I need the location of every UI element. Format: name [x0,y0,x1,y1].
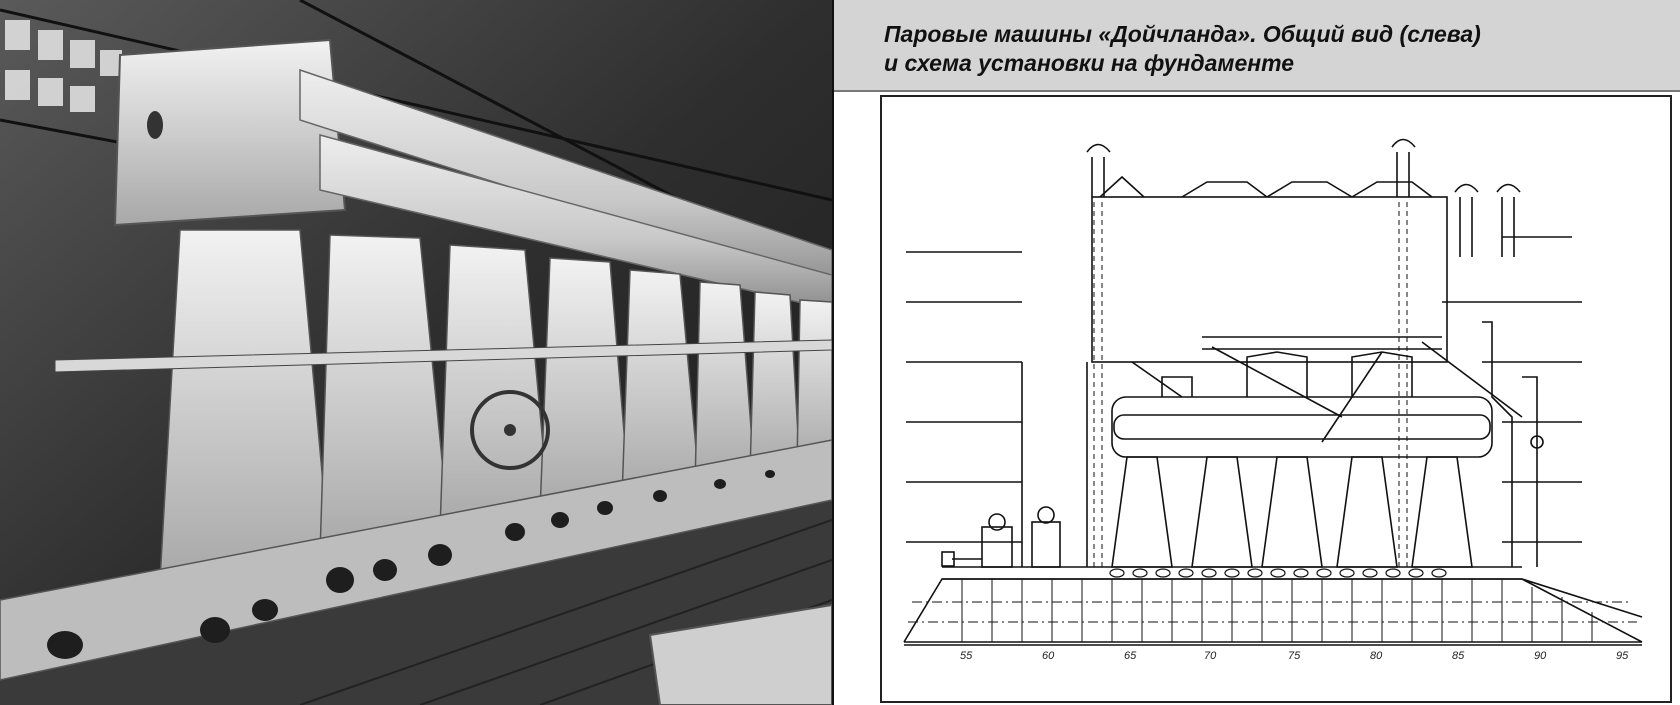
engine-photo [0,0,834,705]
scale-tick-label: 95 [1616,650,1629,662]
scale-tick-label: 60 [1042,650,1055,662]
scale-tick-label: 85 [1452,650,1465,662]
scale-tick-label: 65 [1124,650,1137,662]
engine-installation-diagram: 55 60 65 70 75 80 85 90 95 [880,95,1672,703]
scale-tick-label: 90 [1534,650,1547,662]
figure-caption: Паровые машины «Дойчланда». Общий вид (с… [884,20,1664,78]
scale-tick-label: 80 [1370,650,1383,662]
caption-bar: Паровые машины «Дойчланда». Общий вид (с… [834,0,1680,92]
scale-tick-label: 55 [960,650,973,662]
scale-tick-label: 75 [1288,650,1301,662]
scale-tick-label: 70 [1204,650,1217,662]
scale-ruler: 55 60 65 70 75 80 85 90 95 [960,650,1629,662]
caption-line-2: и схема установки на фундаменте [884,50,1295,76]
caption-line-1: Паровые машины «Дойчланда». Общий вид (с… [884,21,1481,47]
